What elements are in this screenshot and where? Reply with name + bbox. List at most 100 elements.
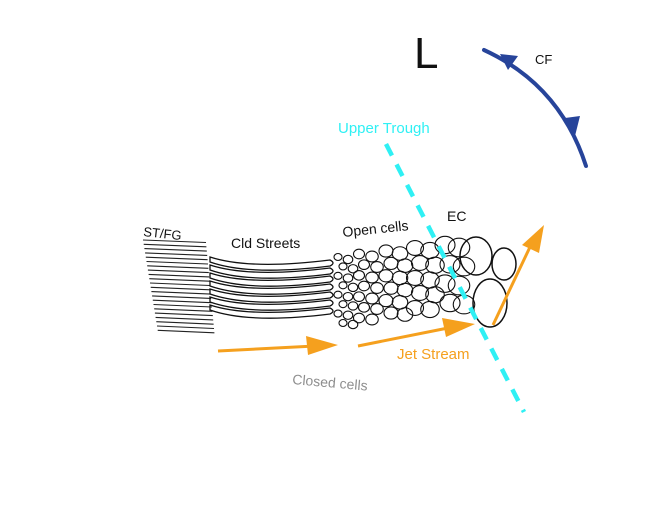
open-cell <box>405 300 425 316</box>
jet-arrow-shaft <box>491 246 532 326</box>
ec-label: EC <box>447 208 466 224</box>
open-cell <box>396 307 414 322</box>
cloud-streets <box>209 256 334 319</box>
cloud-street <box>209 288 334 303</box>
stratus-line <box>151 291 211 295</box>
open-cell <box>338 300 348 309</box>
cold-front <box>482 48 588 168</box>
open-cell <box>347 282 359 293</box>
jet-stream <box>217 225 544 355</box>
open-cell <box>347 319 359 330</box>
low-pressure-symbol: L <box>414 29 438 78</box>
ec-cell <box>491 247 517 281</box>
open-cell <box>383 306 399 320</box>
open-cell <box>410 255 430 271</box>
open-cell <box>410 285 430 301</box>
stratus-line <box>156 325 215 330</box>
open-cell <box>378 293 394 308</box>
jet-stream-label: Jet Stream <box>397 346 470 363</box>
cloud-street <box>209 296 334 311</box>
stratus-line <box>148 273 210 278</box>
stratus-line <box>149 282 211 287</box>
open-cell <box>338 318 348 328</box>
jet-arrow-shaft <box>357 326 449 348</box>
stratus-line <box>145 256 208 261</box>
stratus-line <box>154 312 213 317</box>
open-cell <box>333 290 343 299</box>
open-cell <box>391 294 409 310</box>
open-cell <box>333 252 343 262</box>
cloud-street <box>209 272 334 287</box>
cloud-street <box>209 280 334 295</box>
open-cell <box>370 260 384 273</box>
stratus-line <box>145 252 208 256</box>
open-cell <box>338 262 348 271</box>
open-cell <box>347 264 359 274</box>
closed-cells-label: Closed cells <box>292 371 369 394</box>
cloud-street <box>209 256 334 271</box>
stratus-fog-lines <box>142 239 215 334</box>
ec-cell <box>472 278 508 328</box>
open-cell <box>333 309 343 318</box>
stratus-line <box>155 316 214 321</box>
cloud-streets-label: Cld Streets <box>231 235 300 251</box>
open-cell <box>365 292 379 305</box>
open-cell <box>352 248 366 260</box>
jet-arrowhead <box>306 336 338 355</box>
open-cell <box>405 270 425 286</box>
upper-trough-axis <box>383 142 527 414</box>
open-cell <box>352 269 366 281</box>
stratus-line <box>144 248 207 252</box>
open-cell <box>378 244 394 258</box>
open-cell <box>434 274 456 293</box>
stratus-line <box>142 239 207 244</box>
stratus-line <box>152 299 212 304</box>
open-cell <box>396 282 414 298</box>
jet-arrowhead <box>442 318 475 337</box>
stratus-line <box>153 303 213 308</box>
open-cells <box>333 235 476 330</box>
open-cell <box>365 313 379 326</box>
open-cell <box>365 250 379 263</box>
open-cell <box>333 271 343 280</box>
stratus-line <box>156 321 214 325</box>
stratus-line <box>152 295 212 299</box>
front-triangle <box>565 116 580 136</box>
cold-front-label: CF <box>535 52 552 67</box>
open-cell <box>365 271 379 284</box>
jet-arrowhead <box>522 225 544 253</box>
open-cell <box>370 302 384 315</box>
stratus-fog-label: ST/FG <box>143 224 183 243</box>
open-cell <box>447 275 471 296</box>
stratus-line <box>147 265 209 269</box>
ec-cell <box>459 236 493 276</box>
open-cell <box>357 259 371 271</box>
open-cell <box>434 235 456 255</box>
open-cell <box>405 240 425 256</box>
open-cell <box>452 256 476 277</box>
open-cell <box>352 291 366 303</box>
open-cell <box>342 310 354 320</box>
cold-front-line <box>482 48 588 168</box>
front-triangle <box>500 54 518 70</box>
jet-arrow-shaft <box>217 344 316 353</box>
open-cell <box>338 281 348 290</box>
open-cell <box>342 254 354 265</box>
stratus-line <box>149 278 210 282</box>
stratus-line <box>143 243 207 248</box>
open-cell <box>447 237 471 258</box>
stratus-line <box>154 308 213 312</box>
upper-trough-label: Upper Trough <box>338 120 430 137</box>
open-cell <box>391 246 409 261</box>
stratus-line <box>147 269 209 274</box>
cloud-street <box>209 304 334 319</box>
open-cell <box>396 258 414 274</box>
open-cell <box>378 269 394 283</box>
open-cell <box>391 270 409 286</box>
open-cell <box>342 273 354 283</box>
enhanced-cumulus-cells <box>459 236 517 328</box>
open-cell <box>342 291 354 302</box>
cloud-street <box>209 264 334 279</box>
open-cell <box>357 301 371 313</box>
